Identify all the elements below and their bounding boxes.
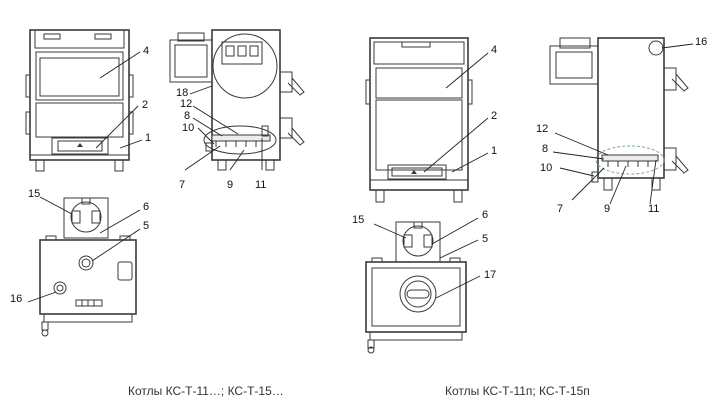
callout-17: 17	[484, 269, 496, 281]
grate-detail	[595, 145, 665, 175]
callout-8: 8	[542, 143, 548, 155]
callout-11: 11	[648, 203, 659, 215]
callout-12: 12	[536, 123, 548, 135]
right-top-view	[365, 221, 467, 354]
callout-10: 10	[182, 122, 194, 134]
callout-15: 15	[352, 214, 364, 226]
left-top-view	[39, 197, 137, 337]
left-front-view	[25, 29, 134, 172]
callout-numbers: 4 2 1 18 12 8 10 7 9 11 15 6 5 16 4 2 1 …	[10, 36, 707, 305]
callout-7: 7	[557, 203, 563, 215]
callout-11: 11	[255, 179, 266, 191]
callout-8: 8	[184, 110, 190, 122]
callout-9: 9	[227, 179, 233, 191]
callout-15: 15	[28, 188, 40, 200]
callout-2: 2	[491, 110, 497, 122]
detail-circle-top	[212, 33, 278, 99]
callout-5: 5	[143, 220, 149, 232]
left-side-view	[169, 29, 305, 171]
callout-9: 9	[604, 203, 610, 215]
callout-4: 4	[143, 45, 149, 57]
callout-6: 6	[482, 209, 488, 221]
right-side-view	[549, 37, 689, 191]
callout-2: 2	[142, 99, 148, 111]
callout-4: 4	[491, 44, 497, 56]
callout-16: 16	[10, 293, 22, 305]
leader-lines	[27, 43, 694, 303]
callout-6: 6	[143, 201, 149, 213]
callout-18: 18	[176, 87, 188, 99]
callout-1: 1	[145, 132, 151, 144]
callout-5: 5	[482, 233, 488, 245]
caption-right: Котлы КС-Т-11п; КС-Т-15п	[445, 384, 590, 398]
caption-left: Котлы КС-Т-11…; КС-Т-15…	[128, 384, 284, 398]
callout-7: 7	[179, 179, 185, 191]
callout-1: 1	[491, 145, 497, 157]
callout-16: 16	[695, 36, 707, 48]
right-front-view	[365, 37, 473, 203]
callout-10: 10	[540, 162, 552, 174]
grate-detail	[203, 125, 277, 155]
callout-12: 12	[180, 98, 192, 110]
